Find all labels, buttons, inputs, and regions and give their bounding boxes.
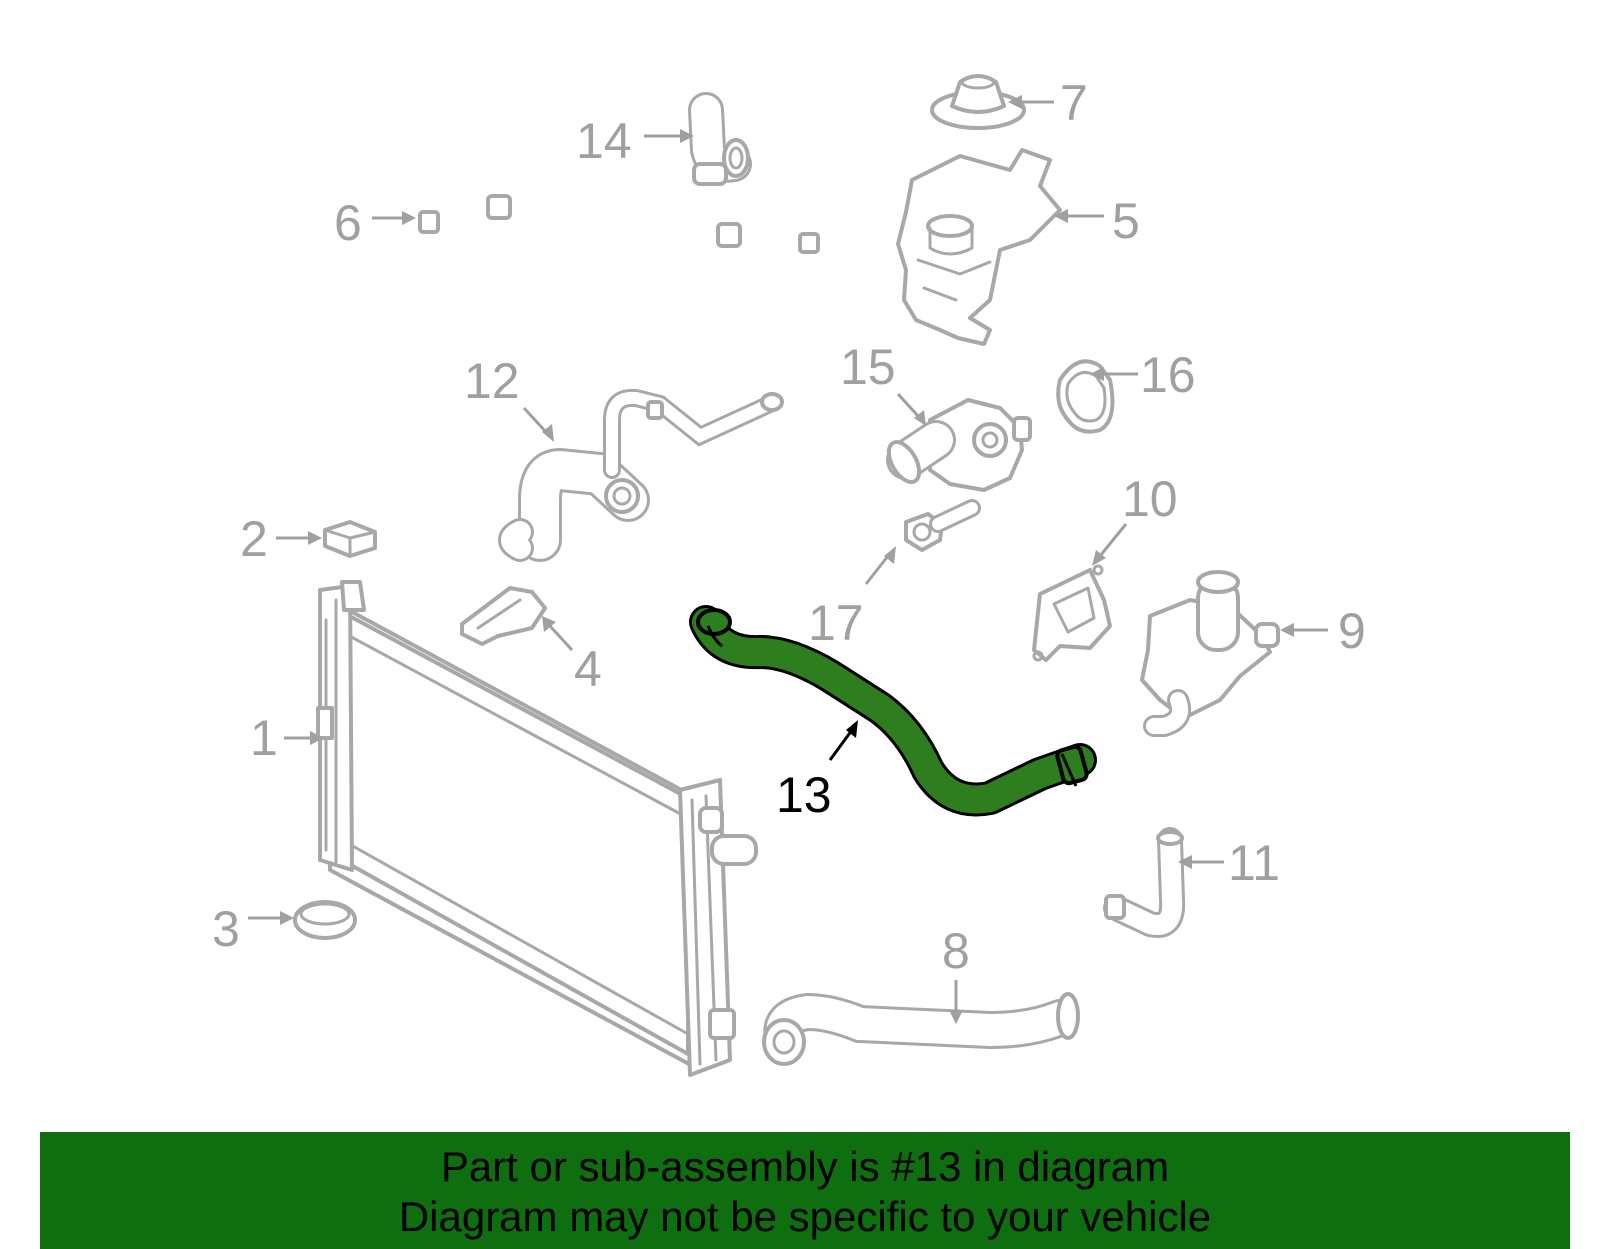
callout-12: 12 [464, 353, 554, 442]
part-14-elbow [688, 92, 752, 186]
callout-15: 15 [840, 339, 926, 426]
callout-label-14: 14 [576, 113, 632, 169]
callout-2: 2 [240, 511, 322, 567]
callout-label-15: 15 [840, 339, 896, 395]
callout-label-9: 9 [1338, 603, 1366, 659]
callout-label-3: 3 [212, 901, 240, 957]
part-13-hose-highlighted [689, 605, 1097, 817]
callout-11: 11 [1178, 835, 1280, 891]
callout-17: 17 [808, 546, 896, 651]
callout-14: 14 [576, 113, 694, 169]
info-banner: Part or sub-assembly is #13 in diagram D… [40, 1132, 1570, 1249]
part-15-pump [886, 398, 1032, 492]
callout-label-10: 10 [1122, 471, 1178, 527]
part-3-cap [293, 900, 357, 940]
callout-label-11: 11 [1228, 835, 1280, 891]
banner-part-text: Part or sub-assembly is #13 in diagram [440, 1142, 1170, 1190]
part-16-gasket [1056, 359, 1115, 434]
part-2-block [323, 520, 377, 558]
part-12-hose [498, 388, 784, 562]
callout-label-12: 12 [464, 353, 520, 409]
part-4-bracket [460, 586, 547, 646]
callout-3: 3 [212, 901, 294, 957]
callout-8: 8 [942, 923, 970, 1024]
part-7-grommet [930, 74, 1026, 130]
callout-7: 7 [1008, 75, 1088, 131]
callout-label-13: 13 [776, 767, 832, 823]
part-10-gasket [1032, 564, 1112, 662]
callout-10: 10 [1092, 471, 1178, 566]
banner-disclaimer-text: Diagram may not be specific to your vehi… [398, 1192, 1212, 1240]
callout-6: 6 [334, 195, 416, 251]
callout-label-4: 4 [574, 641, 602, 697]
part-6-hose [418, 194, 820, 261]
callout-label-2: 2 [240, 511, 268, 567]
callout-label-7: 7 [1060, 75, 1088, 131]
callout-5: 5 [1054, 193, 1140, 249]
callout-1: 1 [250, 710, 324, 766]
callout-label-8: 8 [942, 923, 970, 979]
callout-13: 13 [776, 720, 858, 823]
radiator-part [316, 580, 758, 1077]
callout-label-5: 5 [1112, 193, 1140, 249]
part-5-reservoir [896, 148, 1062, 346]
part-17-bolt [904, 499, 981, 552]
callout-label-16: 16 [1140, 347, 1196, 403]
callout-label-17: 17 [808, 595, 864, 651]
callout-label-1: 1 [250, 710, 278, 766]
callout-9: 9 [1280, 603, 1366, 659]
part-11-hose [1103, 827, 1186, 938]
part-8-hose [762, 992, 1080, 1066]
callout-4: 4 [542, 616, 602, 697]
part-9-housing [1140, 570, 1280, 737]
callout-16: 16 [1090, 347, 1196, 403]
callout-label-6: 6 [334, 195, 362, 251]
